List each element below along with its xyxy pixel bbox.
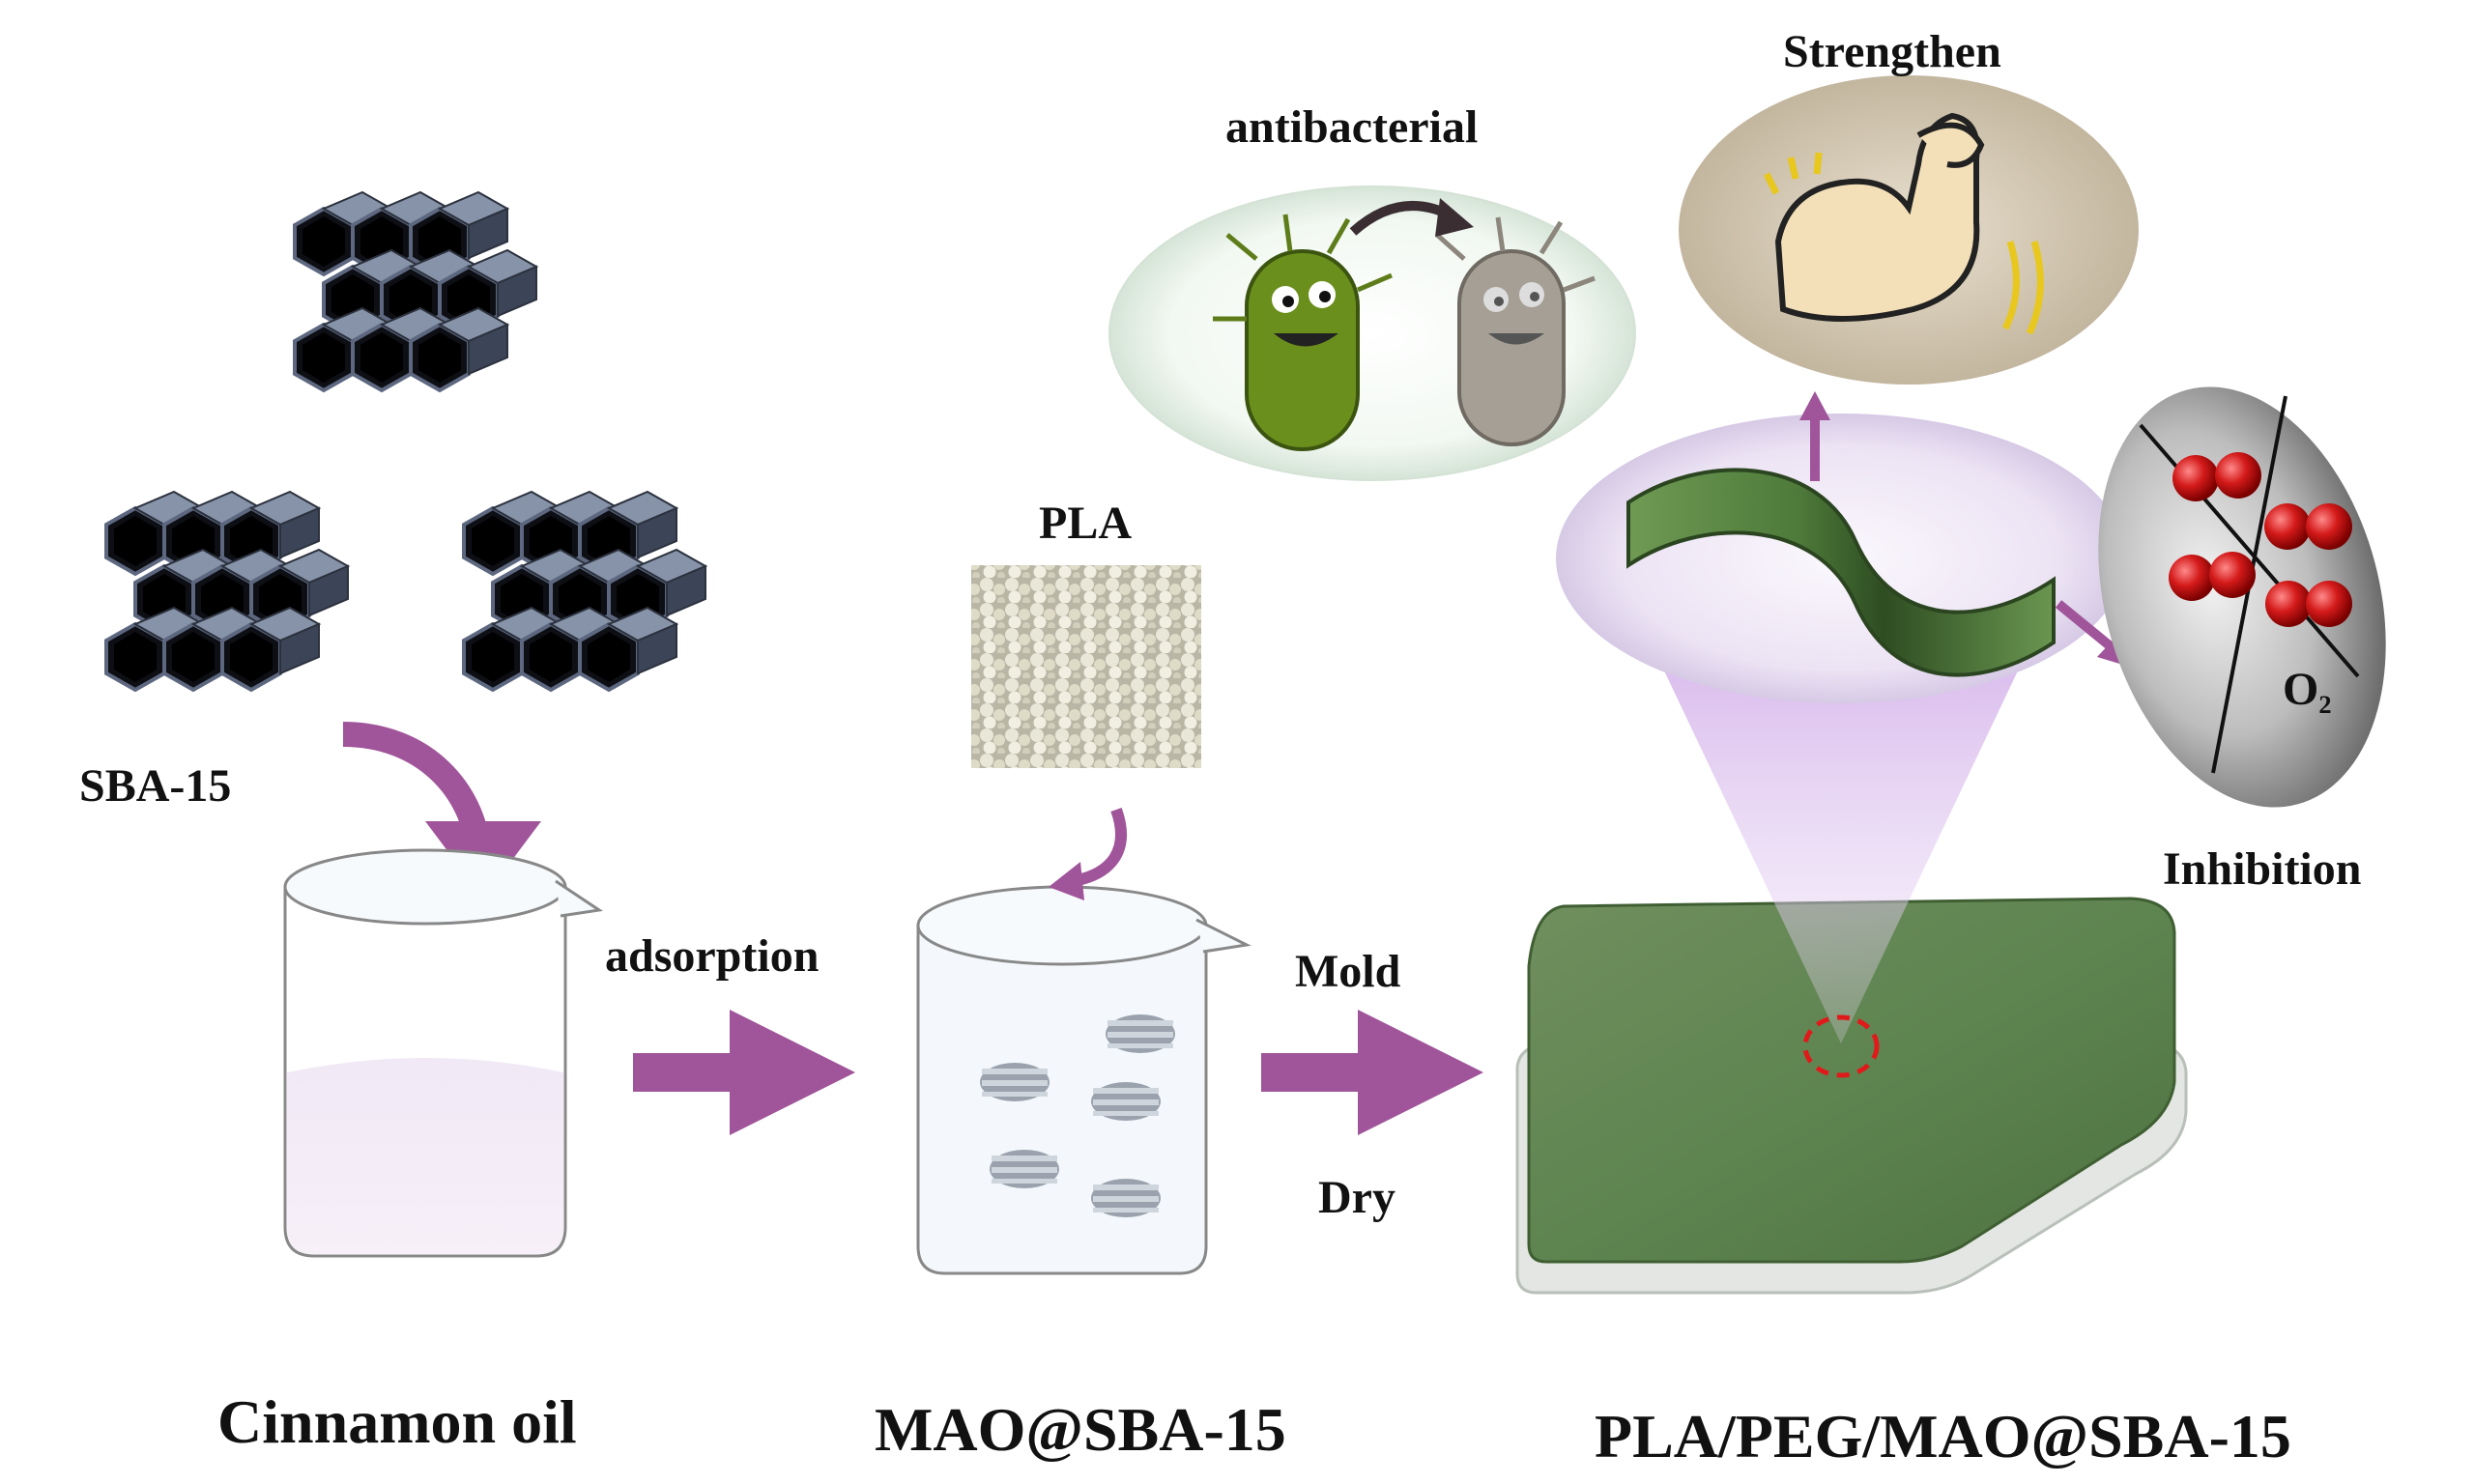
- label-antibacterial: antibacterial: [1225, 101, 1479, 153]
- label-pla: PLA: [1039, 498, 1132, 549]
- label-mold: Mold: [1295, 946, 1401, 997]
- bacteria-icon-dead: [1435, 216, 1596, 446]
- label-inhibition: Inhibition: [2163, 843, 2362, 895]
- sba15-cluster-right: [464, 492, 705, 690]
- sba15-cluster-top: [295, 192, 536, 390]
- sba15-particle-icon: [990, 1150, 1059, 1188]
- arrow-mold-dry: [1261, 1010, 1483, 1135]
- arrow-pla-into-beaker: [1049, 807, 1127, 900]
- sba15-particle-icon: [1106, 1014, 1175, 1053]
- zoom-target-circle: [1802, 1014, 1880, 1078]
- strengthen-bubble: [1679, 75, 2139, 385]
- oxygen-inhibition-bubble: [2098, 386, 2386, 808]
- bacteria-icon-live: [1213, 214, 1393, 451]
- label-adsorption: adsorption: [605, 930, 820, 982]
- film-sheet-icon: [1626, 468, 2056, 677]
- label-o2: O2: [2283, 664, 2332, 720]
- sba15-particle-icon: [980, 1063, 1050, 1101]
- stage-label-mao-sba15: MAO@SBA-15: [875, 1395, 1286, 1464]
- sba15-cluster-left: [106, 492, 348, 690]
- label-dry: Dry: [1318, 1172, 1395, 1223]
- sba15-particle-icon: [1091, 1082, 1161, 1121]
- pla-pellets-icon: [971, 565, 1201, 768]
- film-closeup-bubble: [1556, 414, 2126, 703]
- hexagonal-mesopore-icon: [295, 192, 536, 390]
- hexagonal-mesopore-icon: [464, 492, 705, 690]
- antibacterial-bubble: [1108, 186, 1636, 481]
- label-strengthen: Strengthen: [1783, 26, 2001, 77]
- zoom-cone: [1662, 667, 2020, 1043]
- sba15-particle-icon: [1091, 1179, 1161, 1217]
- stage-label-cinnamon-oil: Cinnamon oil: [217, 1387, 577, 1456]
- beaker-icon-mao-sba15: [916, 885, 1251, 1275]
- flexed-arm-icon: [1763, 112, 2044, 335]
- stage-label-pla-peg-mao-sba15: PLA/PEG/MAO@SBA-15: [1595, 1402, 2291, 1470]
- beaker-icon-cinnamon-oil: [283, 848, 604, 1258]
- oxygen-molecule-icon: [2169, 452, 2352, 627]
- arrow-to-strengthen: [1799, 391, 1830, 481]
- arrow-adsorption: [633, 1010, 855, 1135]
- label-sba15: SBA-15: [79, 760, 232, 812]
- hexagonal-mesopore-icon: [106, 492, 348, 690]
- pla-peg-mao-film-icon: [1515, 897, 2188, 1295]
